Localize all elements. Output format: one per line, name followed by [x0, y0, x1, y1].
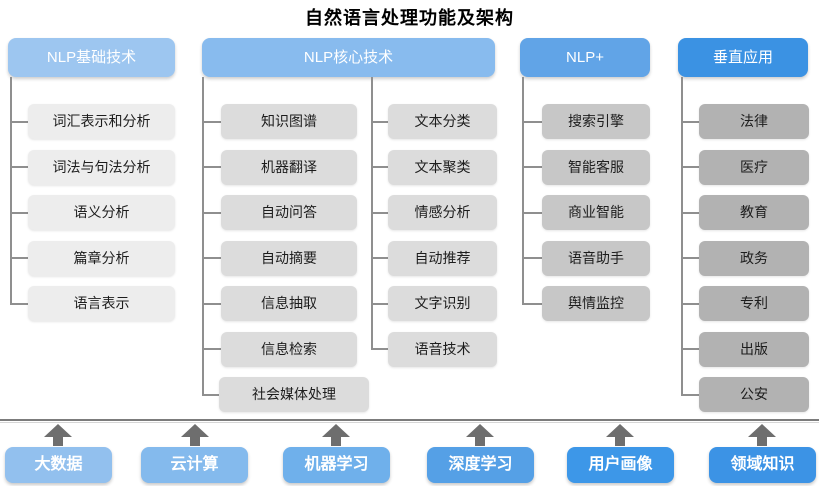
node-public-security: 公安 — [699, 377, 809, 412]
node-speech-technology: 语音技术 — [388, 331, 497, 367]
up-arrow-head — [748, 424, 776, 437]
node-smart-customer-service: 智能客服 — [542, 149, 650, 185]
header-nlp-plus: NLP+ — [520, 38, 650, 77]
connector-line — [681, 77, 683, 395]
node-text-classification: 文本分类 — [388, 104, 497, 139]
node-auto-recommendation: 自动推荐 — [388, 240, 497, 276]
connector-line — [10, 166, 28, 168]
connector-line — [202, 393, 221, 396]
connector-line — [681, 302, 699, 305]
node-lexical-representation: 词汇表示和分析 — [28, 104, 175, 139]
connector-line — [10, 211, 28, 214]
node-information-extraction: 信息抽取 — [221, 286, 357, 321]
up-arrow-stem — [615, 437, 625, 446]
node-sentiment-analysis: 情感分析 — [388, 195, 497, 230]
connector-line — [202, 77, 204, 395]
node-opinion-monitoring: 舆情监控 — [542, 286, 650, 321]
connector-line — [681, 120, 699, 123]
up-arrow-stem — [757, 437, 767, 446]
up-arrow-icon — [606, 424, 634, 446]
up-arrow-stem — [331, 437, 341, 446]
connector-line — [10, 120, 28, 123]
foundation-domain-knowledge: 领域知识 — [709, 447, 816, 483]
header-vertical-apps: 垂直应用 — [678, 38, 808, 77]
up-arrow-head — [606, 424, 634, 437]
connector-line — [10, 257, 28, 259]
connector-line — [202, 166, 221, 168]
up-arrow-stem — [475, 437, 485, 446]
separator-line — [0, 419, 819, 421]
node-search-engine: 搜索引擎 — [542, 104, 650, 139]
connector-line — [371, 302, 388, 305]
connector-line — [681, 348, 699, 350]
up-arrow-icon — [748, 424, 776, 446]
connector-line — [522, 120, 542, 123]
header-nlp-core: NLP核心技术 — [202, 38, 495, 77]
node-publishing: 出版 — [699, 331, 809, 367]
up-arrow-stem — [53, 437, 63, 446]
node-social-media-processing: 社会媒体处理 — [219, 377, 369, 412]
connector-line — [681, 166, 699, 168]
node-voice-assistant: 语音助手 — [542, 240, 650, 276]
node-knowledge-graph: 知识图谱 — [221, 104, 357, 139]
up-arrow-head — [322, 424, 350, 437]
connector-line — [10, 77, 12, 304]
node-machine-translation: 机器翻译 — [221, 149, 357, 185]
up-arrow-head — [181, 424, 209, 437]
node-medical: 医疗 — [699, 149, 809, 185]
foundation-big-data: 大数据 — [5, 447, 112, 483]
connector-line — [681, 257, 699, 259]
node-semantic-analysis: 语义分析 — [28, 195, 175, 230]
up-arrow-icon — [466, 424, 494, 446]
node-auto-qa: 自动问答 — [221, 195, 357, 230]
up-arrow-icon — [322, 424, 350, 446]
connector-line — [522, 166, 542, 168]
node-ocr: 文字识别 — [388, 286, 497, 321]
connector-line — [202, 348, 221, 350]
connector-line — [371, 166, 388, 168]
connector-line — [371, 257, 388, 259]
connector-line — [371, 211, 388, 214]
connector-line — [202, 120, 221, 123]
up-arrow-icon — [44, 424, 72, 446]
connector-line — [522, 211, 542, 214]
node-patent: 专利 — [699, 286, 809, 321]
diagram-title: 自然语言处理功能及架构 — [305, 8, 514, 28]
connector-line — [371, 77, 373, 350]
up-arrow-head — [466, 424, 494, 437]
foundation-user-profiling: 用户画像 — [567, 447, 674, 483]
connector-line — [522, 302, 542, 305]
foundation-deep-learning: 深度学习 — [427, 447, 534, 483]
node-information-retrieval: 信息检索 — [221, 331, 357, 367]
header-nlp-basic: NLP基础技术 — [8, 38, 175, 77]
connector-line — [371, 348, 388, 350]
connector-line — [522, 77, 524, 304]
node-legal: 法律 — [699, 104, 809, 139]
node-morph-syntax-analysis: 词法与句法分析 — [28, 149, 175, 185]
up-arrow-icon — [181, 424, 209, 446]
connector-line — [10, 302, 28, 305]
node-education: 教育 — [699, 195, 809, 230]
connector-line — [202, 257, 221, 259]
connector-line — [681, 393, 699, 396]
separator-line-light — [0, 422, 819, 423]
connector-line — [371, 120, 388, 123]
connector-line — [202, 211, 221, 214]
foundation-cloud-computing: 云计算 — [141, 447, 248, 483]
node-business-intelligence: 商业智能 — [542, 195, 650, 230]
connector-line — [202, 302, 221, 305]
node-discourse-analysis: 篇章分析 — [28, 240, 175, 276]
node-language-representation: 语言表示 — [28, 286, 175, 321]
up-arrow-stem — [190, 437, 200, 446]
node-auto-summarization: 自动摘要 — [221, 240, 357, 276]
connector-line — [522, 257, 542, 259]
node-text-clustering: 文本聚类 — [388, 149, 497, 185]
node-government: 政务 — [699, 240, 809, 276]
foundation-machine-learning: 机器学习 — [283, 447, 390, 483]
up-arrow-head — [44, 424, 72, 437]
connector-line — [681, 211, 699, 214]
